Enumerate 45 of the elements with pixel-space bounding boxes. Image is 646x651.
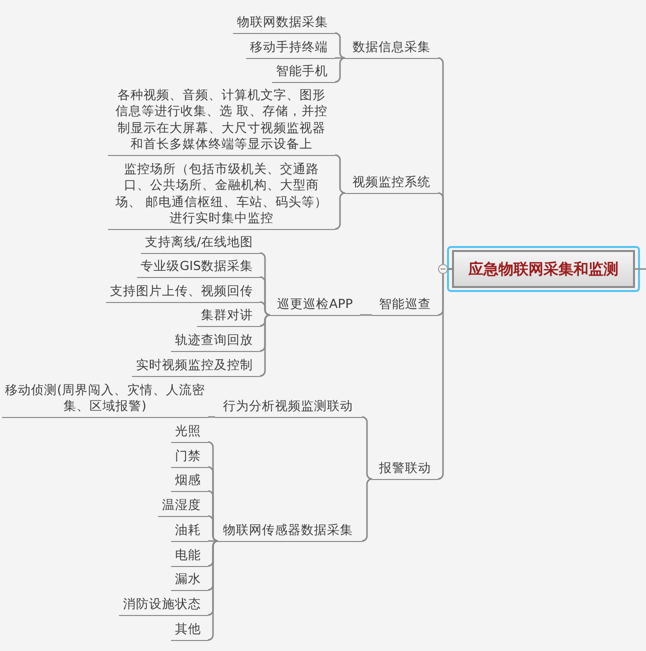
connector: [207, 515, 219, 542]
connector: [635, 268, 646, 270]
topic: 支持离线/在线地图: [140, 234, 260, 254]
connector: [207, 540, 219, 641]
topic: 电能: [171, 547, 208, 567]
topic: 集群对讲: [197, 307, 260, 327]
connector: [259, 301, 270, 316]
topic: 轨迹查询回放: [171, 332, 260, 352]
topic: 智能巡查: [372, 296, 438, 316]
connector: [437, 268, 452, 480]
topic: 物联网传感器数据采集: [215, 522, 362, 542]
topic: 智能手机: [272, 63, 335, 83]
topic: 实时视频监控及控制: [132, 357, 260, 377]
topic: 油耗: [171, 522, 208, 542]
topic: 视频监控系统: [345, 174, 438, 194]
topic: 专业级GIS数据采集: [136, 258, 260, 278]
topic: 数据信息采集: [345, 39, 438, 59]
topic: 漏水: [171, 571, 208, 591]
connector: [208, 540, 215, 542]
topic: 报警联动: [372, 460, 438, 480]
topic: 烟感: [171, 472, 208, 492]
connector: [360, 314, 372, 316]
topic: 温湿度: [158, 497, 208, 517]
connector: [208, 416, 215, 418]
topic: 移动手持终端: [246, 39, 335, 59]
topic: 各种视频、音频、计算机文字、图形信息等进行收集、选 取、存储，并控制显示在大屏幕、大尺寸视频监视器和首长多媒体终端等显示设备上: [108, 86, 335, 156]
connector: [334, 154, 346, 194]
connector: [361, 478, 372, 542]
connector: [259, 314, 270, 377]
topic: 监控场所（包括市级机关、交通路口、公共场所、金融机构、大型商场、 邮电通信枢纽、车站、码头等）进行实时集中监控: [108, 160, 335, 230]
topic: 光照: [171, 423, 208, 443]
topic: 门禁: [171, 448, 208, 468]
topic: 支持图片上传、视频回传: [106, 283, 260, 303]
connector: [334, 192, 346, 230]
connector: [335, 57, 345, 59]
central-topic: 应急物联网采集和监测: [452, 250, 635, 288]
topic: 移动侦测(周界闯入、灾情、人流密集、区域报警): [2, 382, 208, 418]
topic: 消防设施状态: [119, 596, 208, 616]
connector: [334, 32, 346, 59]
topic: 其他: [171, 621, 208, 641]
connector: [334, 57, 346, 83]
connector: [361, 416, 372, 480]
topic: 物联网数据采集: [233, 14, 335, 34]
topic: 行为分析视频监测联动: [215, 398, 362, 418]
topic: 巡更巡检APP: [270, 296, 360, 316]
